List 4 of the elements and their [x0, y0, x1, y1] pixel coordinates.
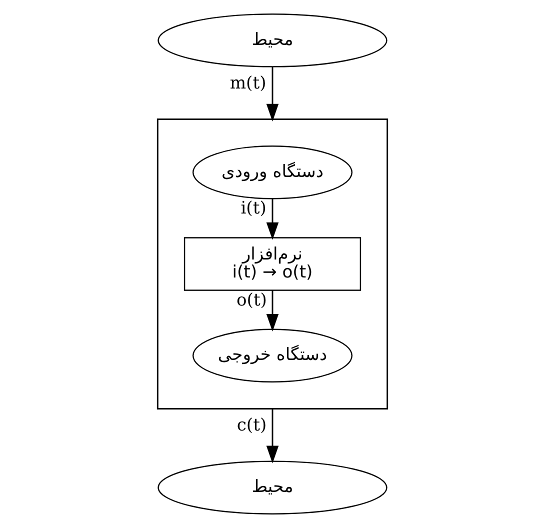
edge-label: i(t): [240, 198, 266, 218]
edge-label: m(t): [229, 72, 266, 93]
edge-label: o(t): [236, 290, 266, 310]
edge-label: c(t): [236, 414, 266, 435]
